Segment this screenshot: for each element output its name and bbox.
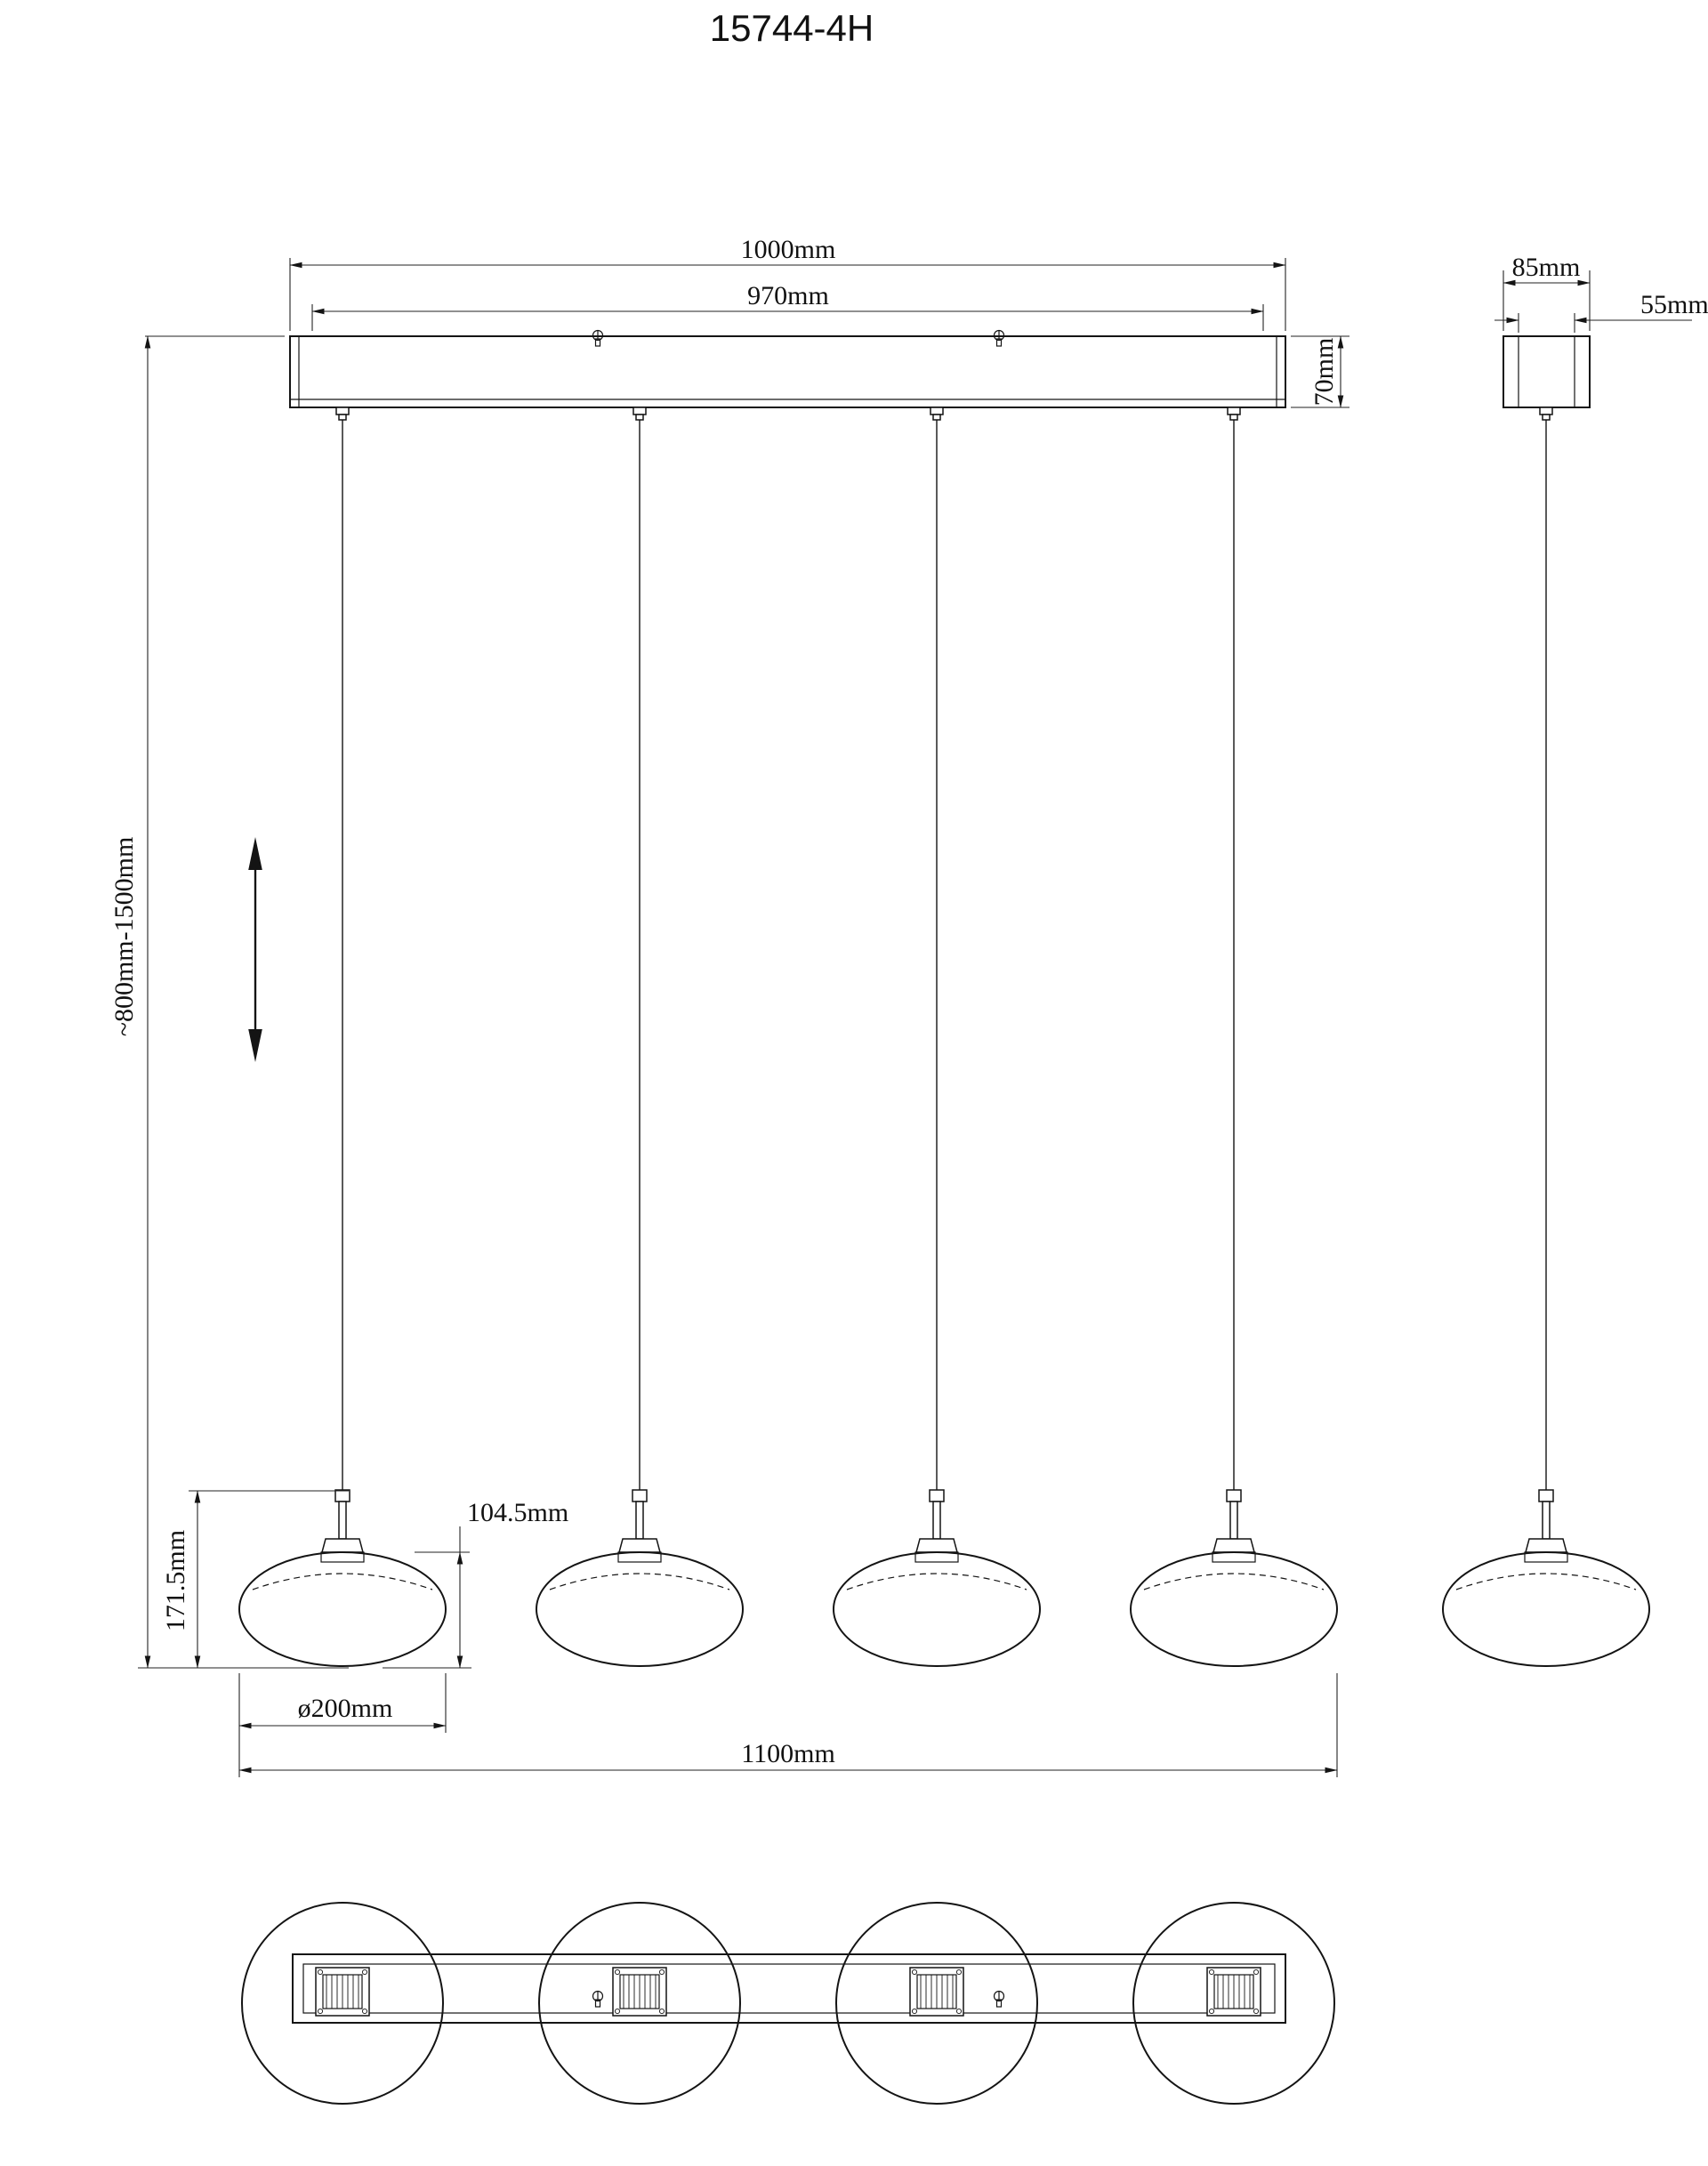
led-module-4	[1206, 1967, 1261, 2017]
canopy-bar	[289, 329, 1286, 408]
mount-screw-icon	[592, 329, 604, 347]
dim-canopy-depth-label: 85mm	[1512, 253, 1581, 282]
bottom-view	[241, 1902, 1335, 2105]
dim-canopy-height: 70mm	[1291, 335, 1349, 408]
led-module-1	[315, 1967, 370, 2017]
mount-screw-bottom-icon	[993, 1990, 1005, 2008]
pendant-shade-1	[238, 1489, 447, 1667]
height-adjust-arrow-icon	[248, 837, 262, 1062]
dim-shade-body-height: 104.5mm	[383, 1498, 568, 1669]
dim-inner-width-label: 55mm	[1640, 290, 1708, 319]
side-view: 85mm 55mm	[1442, 253, 1708, 1667]
dim-shade-diameter-label: ø200mm	[298, 1694, 393, 1723]
dim-mount-spacing-label: 970mm	[747, 281, 829, 310]
dim-shade-total-height-label: 171.5mm	[161, 1530, 190, 1631]
dim-canopy-height-label: 70mm	[1309, 338, 1339, 407]
dim-overall-width: 1100mm	[238, 1673, 1338, 1777]
mount-screw-icon	[993, 329, 1005, 347]
pendant-shade-side	[1442, 1489, 1650, 1667]
drawing-title: 15744-4H	[710, 7, 874, 49]
dim-canopy-width-label: 1000mm	[741, 235, 836, 264]
dim-drop-range: ~800mm-1500mm	[109, 335, 349, 1669]
dim-drop-range-label: ~800mm-1500mm	[109, 837, 139, 1037]
pendant-shade-4	[1130, 1489, 1338, 1667]
front-view: 1000mm 970mm 70mm ~800mm-1500mm	[109, 235, 1349, 1777]
dim-shade-body-height-label: 104.5mm	[467, 1498, 568, 1527]
dim-shade-total-height: 171.5mm	[161, 1490, 349, 1669]
suspension-cables	[335, 407, 1241, 1490]
dim-canopy-depth: 85mm	[1503, 253, 1591, 331]
shade-outline-3	[835, 1902, 1038, 2105]
dim-inner-width: 55mm	[1494, 290, 1708, 333]
dim-canopy-width: 1000mm	[289, 235, 1286, 331]
shade-outline-4	[1132, 1902, 1335, 2105]
pendant-shade-3	[833, 1489, 1041, 1667]
shade-outline-2	[538, 1902, 741, 2105]
dim-shade-diameter: ø200mm	[238, 1673, 447, 1777]
led-module-3	[909, 1967, 964, 2017]
dim-overall-width-label: 1100mm	[741, 1739, 835, 1768]
led-module-2	[612, 1967, 667, 2017]
canopy-side-profile	[1503, 335, 1591, 408]
mount-screw-bottom-icon	[592, 1990, 604, 2008]
shade-outline-1	[241, 1902, 444, 2105]
canopy-bottom	[292, 1953, 1286, 2024]
dim-mount-spacing: 970mm	[311, 281, 1264, 331]
